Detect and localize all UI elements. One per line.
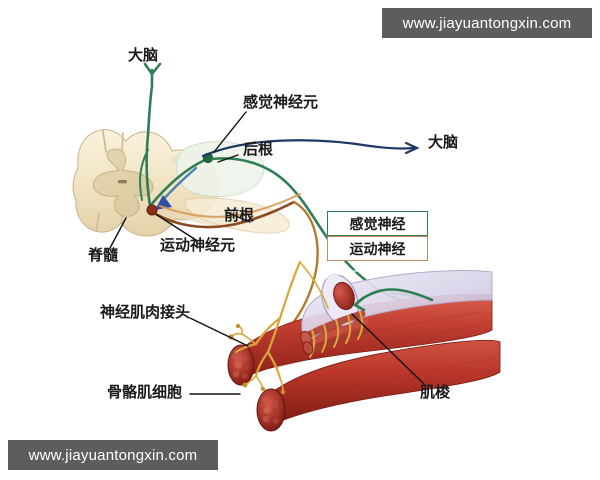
label-motor-neuron: 运动神经元 (160, 236, 236, 254)
neuromuscular-junction (228, 260, 329, 395)
label-neuromuscular-junction: 神经肌肉接头 (100, 303, 191, 321)
spindle-sensory-terminal (352, 288, 434, 312)
watermark-top: www.jiayuantongxin.com (382, 8, 592, 38)
watermark-bottom: www.jiayuantongxin.com (8, 440, 218, 470)
leader-lines (109, 111, 425, 395)
legend-sensory-nerve: 感觉神经 (327, 211, 428, 236)
label-brain-right: 大脑 (428, 133, 459, 151)
label-ventral-root: 前根 (224, 206, 255, 224)
label-brain-left: 大脑 (128, 46, 159, 64)
label-dorsal-root: 后根 (243, 140, 274, 158)
spinal-cord-cross-section (72, 129, 290, 237)
label-sensory-neuron: 感觉神经元 (243, 93, 319, 111)
muscle-spindle (300, 266, 493, 358)
label-spinal-cord: 脊髓 (88, 246, 119, 264)
label-muscle-spindle: 肌梭 (420, 383, 451, 401)
legend-motor-nerve: 运动神经 (327, 236, 428, 261)
label-skeletal-muscle-cell: 骨骼肌细胞 (107, 383, 183, 401)
ascending-tract-to-brain (201, 139, 420, 158)
